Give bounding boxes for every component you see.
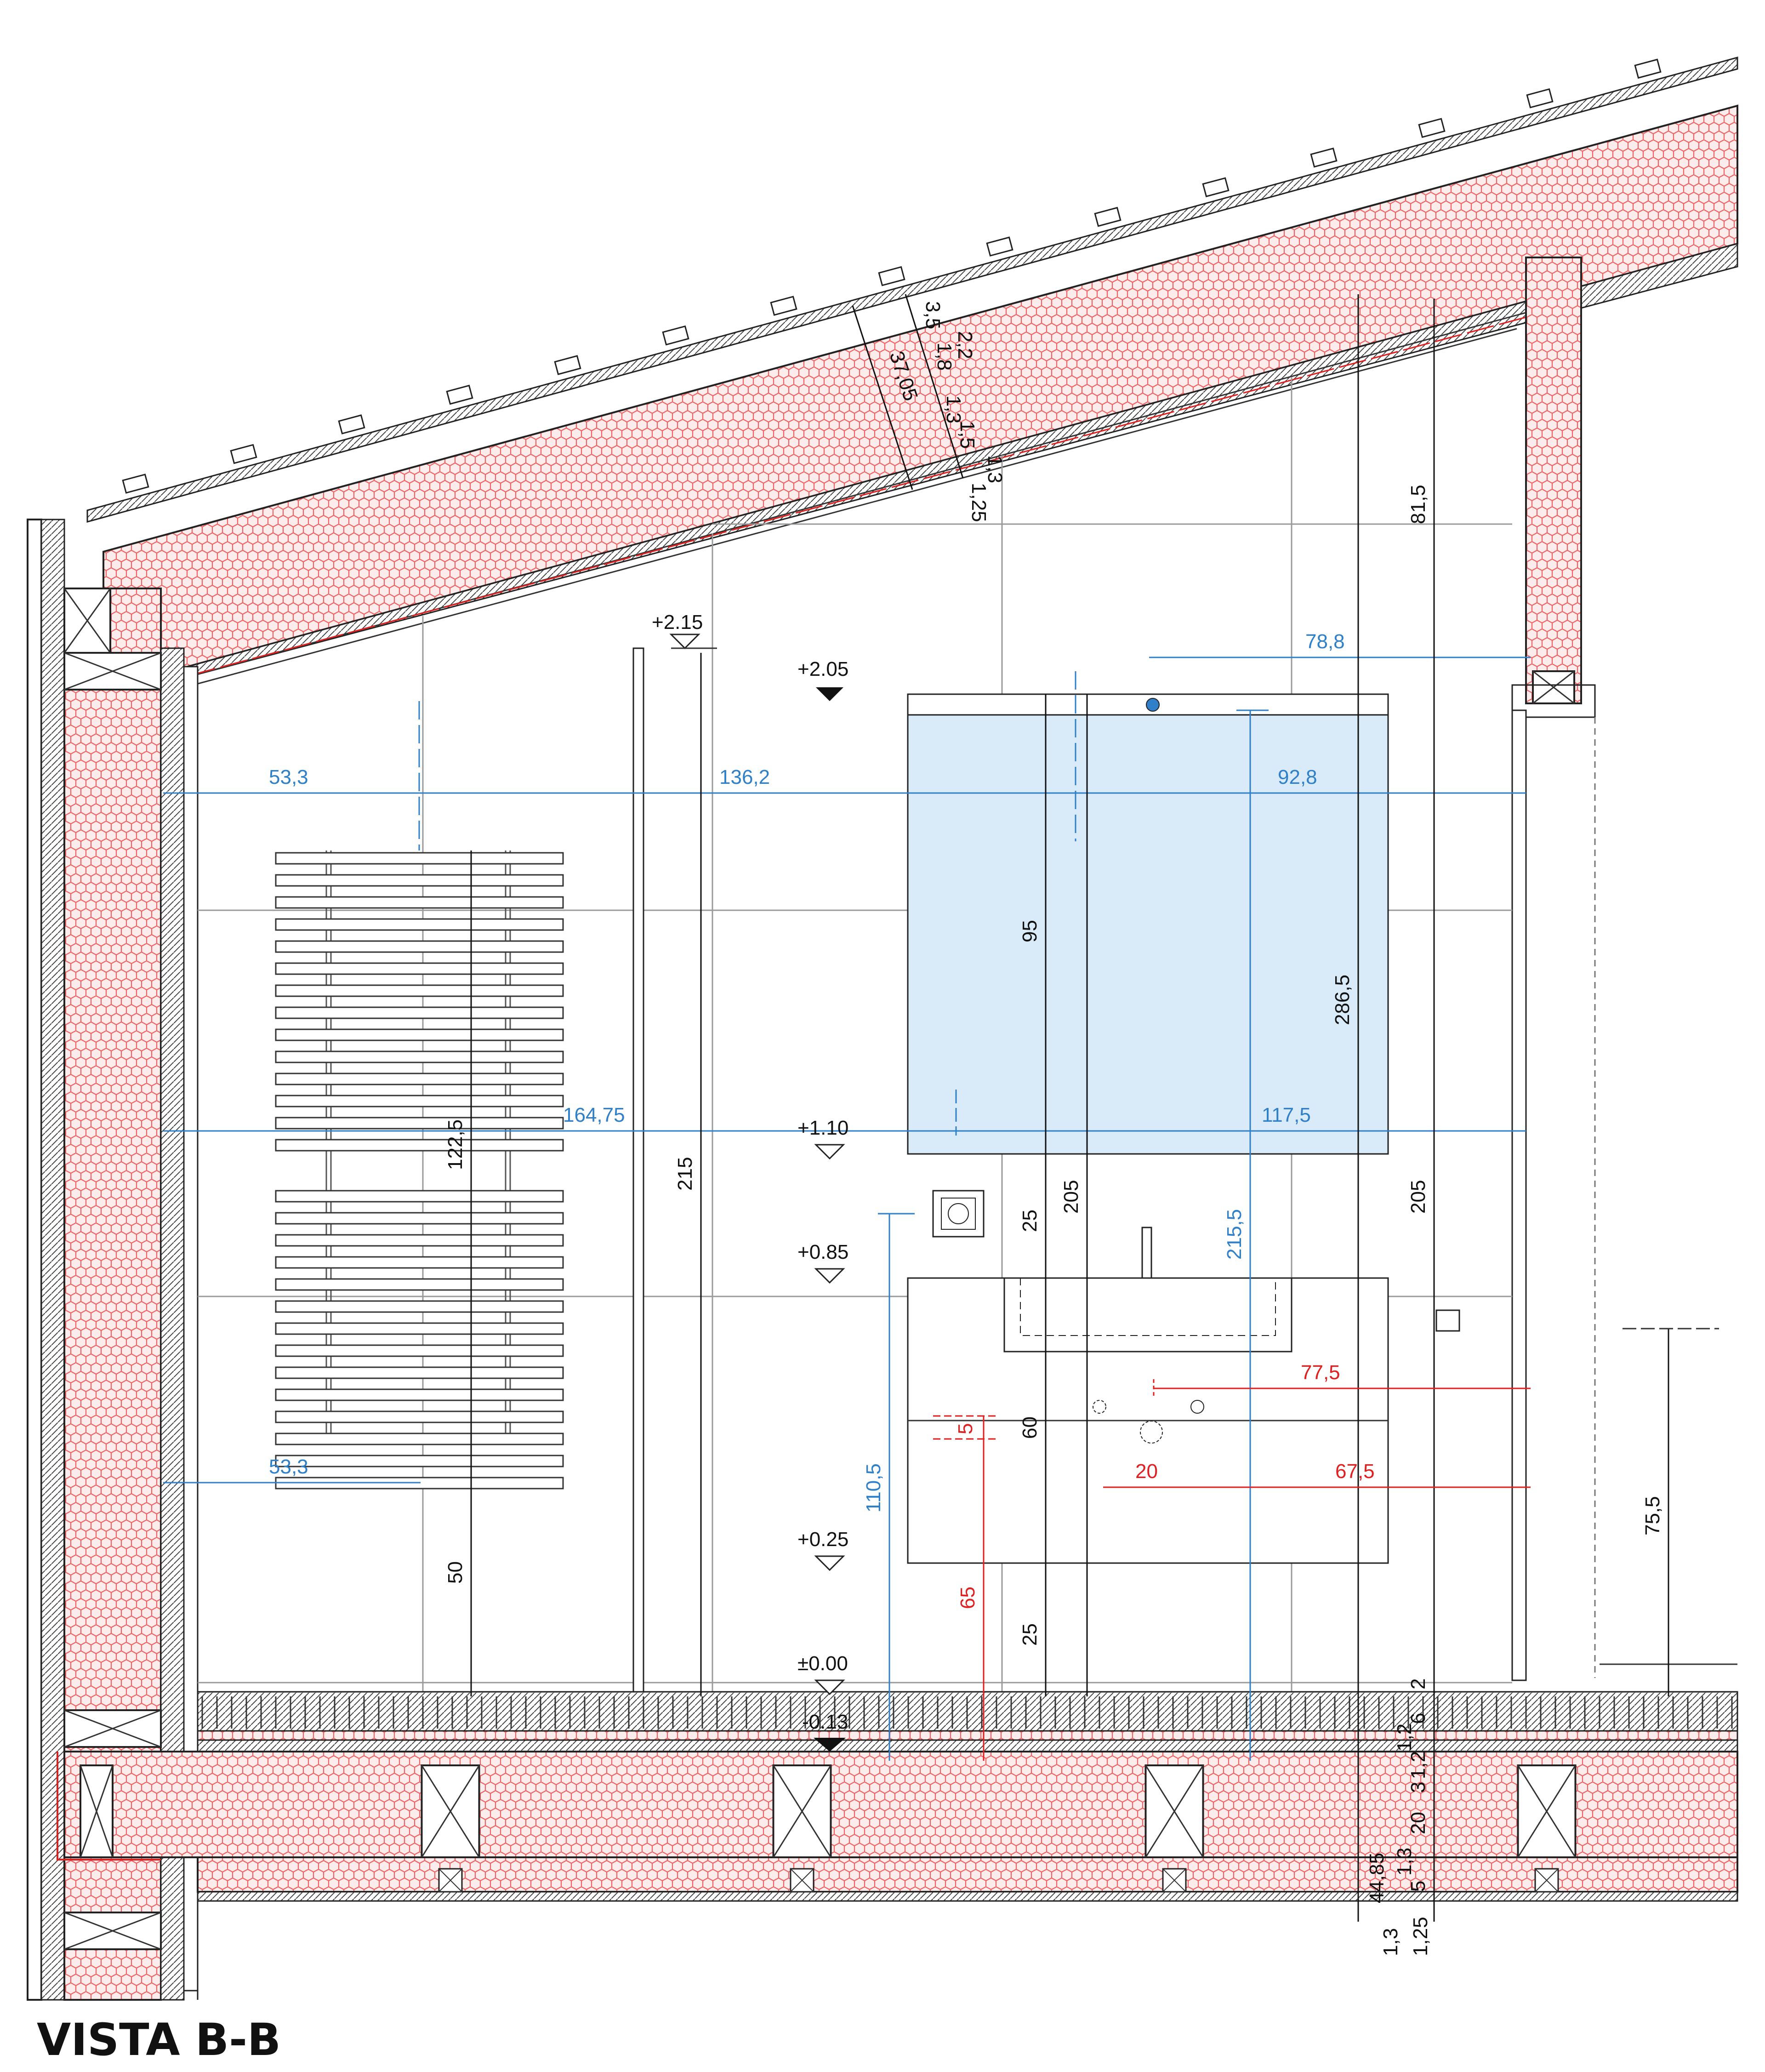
dim-20-red: 20 [1135, 1460, 1158, 1483]
electrical-socket [932, 1190, 985, 1238]
floor-dim-3: 3 [1407, 1782, 1429, 1793]
dim-65-red: 65 [957, 1587, 979, 1609]
dim-4485: 44,85 [1366, 1853, 1388, 1903]
dim-533-low: 53,3 [269, 1456, 308, 1478]
roof-dim-35: 3,5 [922, 301, 944, 329]
dim-50: 50 [444, 1561, 467, 1584]
switch-icon [1435, 1309, 1460, 1332]
left-wall [27, 519, 199, 2001]
towel-radiator [275, 850, 564, 1490]
right-wall-post [1511, 257, 1737, 1681]
dim-16475: 164,75 [563, 1104, 625, 1126]
dim-675: 67,5 [1335, 1460, 1375, 1483]
floor-dim-5: 5 [1407, 1881, 1429, 1892]
floor-beams [80, 1764, 1577, 1893]
faucet [1141, 1227, 1152, 1279]
dim-1105: 110,5 [862, 1463, 885, 1513]
floor-dim-2: 2 [1407, 1678, 1429, 1690]
vanity-unit [907, 1227, 1389, 1564]
dim-25b: 25 [1019, 1623, 1041, 1646]
dim-928: 92,8 [1278, 766, 1317, 788]
dim-1175: 117,5 [1262, 1104, 1311, 1126]
dim-215: 215 [674, 1157, 696, 1191]
floor-dim-6: 6 [1407, 1713, 1429, 1724]
level-m013: -0.13 [802, 1711, 848, 1733]
dim-1362: 136,2 [719, 766, 770, 788]
floor-dim-13a: 1,3 [1393, 1848, 1416, 1876]
roof-dim-22: 2,2 [954, 331, 976, 359]
dim-815: 81,5 [1407, 485, 1429, 524]
roof-assembly [86, 57, 1738, 691]
dim-5-red: 5 [954, 1423, 977, 1434]
dim-95: 95 [1019, 920, 1041, 942]
roof-dim-18: 1,8 [933, 342, 956, 371]
floor-dim-13b: 1,3 [1379, 1928, 1402, 1956]
level-205: +2.05 [797, 658, 848, 680]
mirror-light-icon [1146, 698, 1160, 712]
shower-glass-panel [632, 647, 644, 1693]
roof-dim-125: 1,25 [968, 483, 990, 522]
floor-dim-20: 20 [1407, 1812, 1429, 1834]
level-000: ±0.00 [797, 1652, 848, 1675]
dim-1225: 122,5 [444, 1119, 467, 1170]
dim-25a: 25 [1019, 1210, 1041, 1232]
floor-dim-12a: 1,2 [1393, 1724, 1416, 1752]
dim-755: 75,5 [1641, 1496, 1664, 1535]
drawing-title: VISTA B-B [37, 2014, 281, 2066]
floor-assembly [57, 1691, 1738, 2000]
dim-775: 77,5 [1301, 1361, 1340, 1384]
mirror [907, 693, 1389, 1155]
dim-60: 60 [1019, 1416, 1041, 1439]
level-markers [669, 634, 846, 1752]
dim-205a: 205 [1060, 1180, 1082, 1214]
roof-dim-13a: 1,3 [942, 395, 965, 423]
dim-533-top: 53,3 [269, 766, 308, 788]
roof-tiles [122, 58, 1662, 494]
dim-788: 78,8 [1305, 630, 1345, 653]
dimension-lines [163, 294, 1719, 1922]
dim-2865: 286,5 [1331, 975, 1354, 1025]
socket-icon [948, 1203, 969, 1224]
roof-dim-13b: 1,3 [984, 455, 1006, 483]
level-085: +0.85 [797, 1241, 848, 1263]
level-025: +0.25 [797, 1528, 848, 1551]
roof-dim-15: 1,5 [956, 421, 979, 449]
floor-dim-12b: 1,2 [1407, 1751, 1429, 1779]
level-215: +2.15 [652, 611, 703, 634]
dim-205b: 205 [1407, 1180, 1429, 1214]
level-110: +1.10 [797, 1117, 848, 1139]
floor-dim-125: 1,25 [1409, 1917, 1432, 1956]
dim-2155: 215,5 [1223, 1209, 1246, 1260]
